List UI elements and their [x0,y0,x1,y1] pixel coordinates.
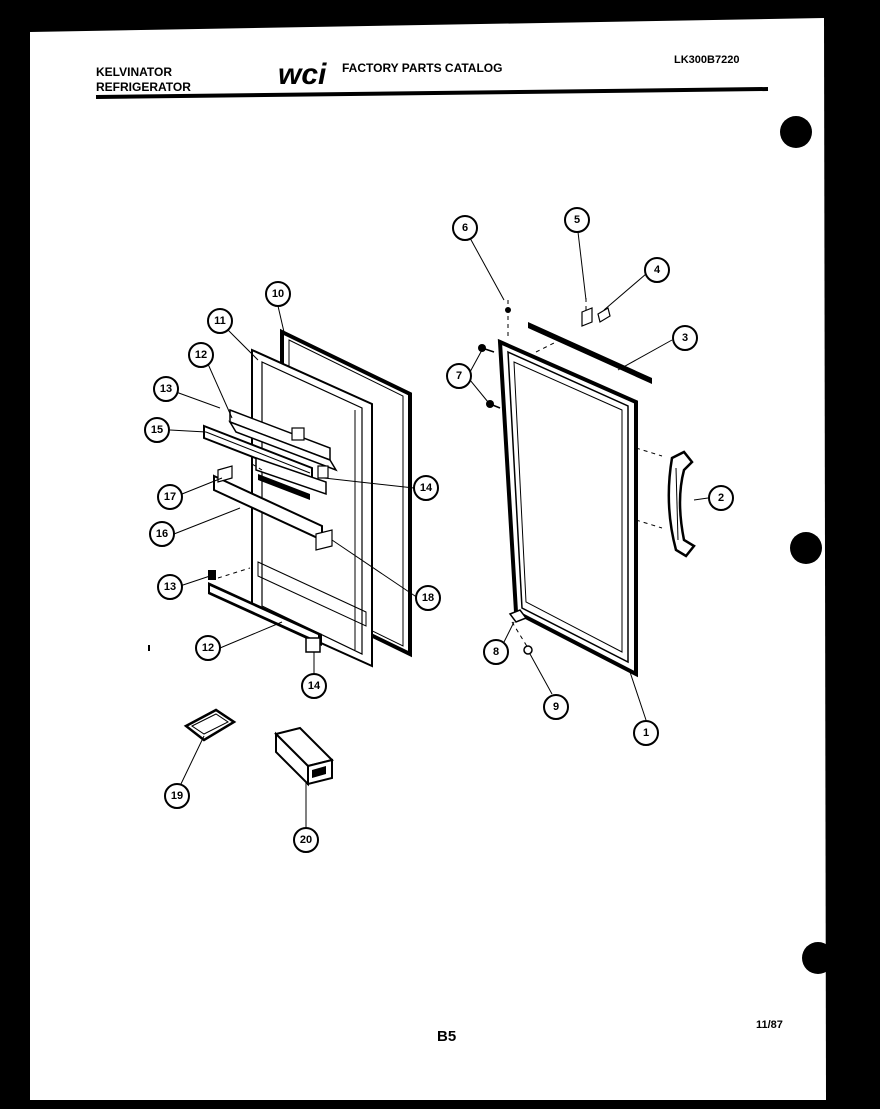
svg-text:15: 15 [151,424,163,436]
dairy-bin [274,726,334,787]
callout-9: 9 [543,694,569,720]
svg-text:11: 11 [214,315,226,327]
butter-dish-cover [183,708,237,742]
callout-13-top: 13 [153,376,179,402]
svg-text:8: 8 [493,646,499,658]
punch-hole-middle [790,532,822,564]
callout-17: 17 [157,484,183,510]
leader-lines [169,231,709,828]
callout-10: 10 [265,281,291,307]
svg-text:5: 5 [574,214,580,226]
callout-6: 6 [452,215,478,241]
callout-15: 15 [144,417,170,443]
middle-door-shelf [255,456,329,500]
callout-19: 19 [164,783,190,809]
svg-text:17: 17 [164,491,176,503]
punch-hole-bottom [802,942,834,974]
svg-text:14: 14 [420,482,433,494]
callout-8: 8 [483,639,509,665]
trim-dash [535,341,557,353]
callout-12-top: 12 [188,342,214,368]
callout-13-bottom: 13 [157,574,183,600]
svg-text:9: 9 [553,701,559,713]
header-rule [95,87,769,99]
door-screws [478,344,501,409]
rail-dash [217,567,251,579]
bottom-hinge-parts [508,609,533,655]
callout-20: 20 [293,827,319,853]
brand-line-2: REFRIGERATOR [96,80,191,94]
svg-text:3: 3 [682,332,688,344]
svg-text:2: 2 [718,492,724,504]
callout-14-right: 14 [413,475,439,501]
svg-text:12: 12 [202,642,214,654]
svg-text:18: 18 [422,592,434,604]
svg-text:19: 19 [171,790,183,802]
bottom-shelf-rail [208,570,322,653]
punch-hole-top [780,116,812,148]
svg-text:13: 13 [164,581,176,593]
svg-text:4: 4 [654,264,661,276]
svg-text:7: 7 [456,370,462,382]
callout-18: 18 [415,585,441,611]
callout-1: 1 [633,720,659,746]
svg-text:12: 12 [195,349,207,361]
catalog-title: FACTORY PARTS CATALOG [342,61,502,75]
callout-7: 7 [446,363,472,389]
svg-text:20: 20 [300,834,312,846]
callout-2: 2 [708,485,734,511]
upper-door-shelf [228,408,338,472]
callout-16: 16 [149,521,175,547]
hinge-dash-bottom [511,621,529,649]
door-handle [667,450,696,558]
svg-text:1: 1 [643,727,649,739]
shelf-dash [251,463,263,471]
svg-text:13: 13 [160,383,172,395]
page-code: B5 [437,1028,456,1045]
svg-text:14: 14 [308,680,321,692]
print-date: 11/87 [756,1019,783,1031]
stray-mark [148,645,150,651]
callout-4: 4 [644,257,670,283]
svg-text:6: 6 [462,222,468,234]
model-number: LK300B7220 [674,54,739,66]
callout-11: 11 [207,308,233,334]
svg-text:16: 16 [156,528,168,540]
outer-door-panel [497,338,638,678]
svg-text:10: 10 [272,288,284,300]
callout-14-bottom: 14 [301,673,327,699]
wci-logo-text: wci [278,58,327,91]
callout-5: 5 [564,207,590,233]
paper-page [30,18,826,1100]
brand-line-1: KELVINATOR [96,65,172,79]
callout-3: 3 [672,325,698,351]
callout-12-bottom: 12 [195,635,221,661]
wci-logo: wci [278,58,327,91]
